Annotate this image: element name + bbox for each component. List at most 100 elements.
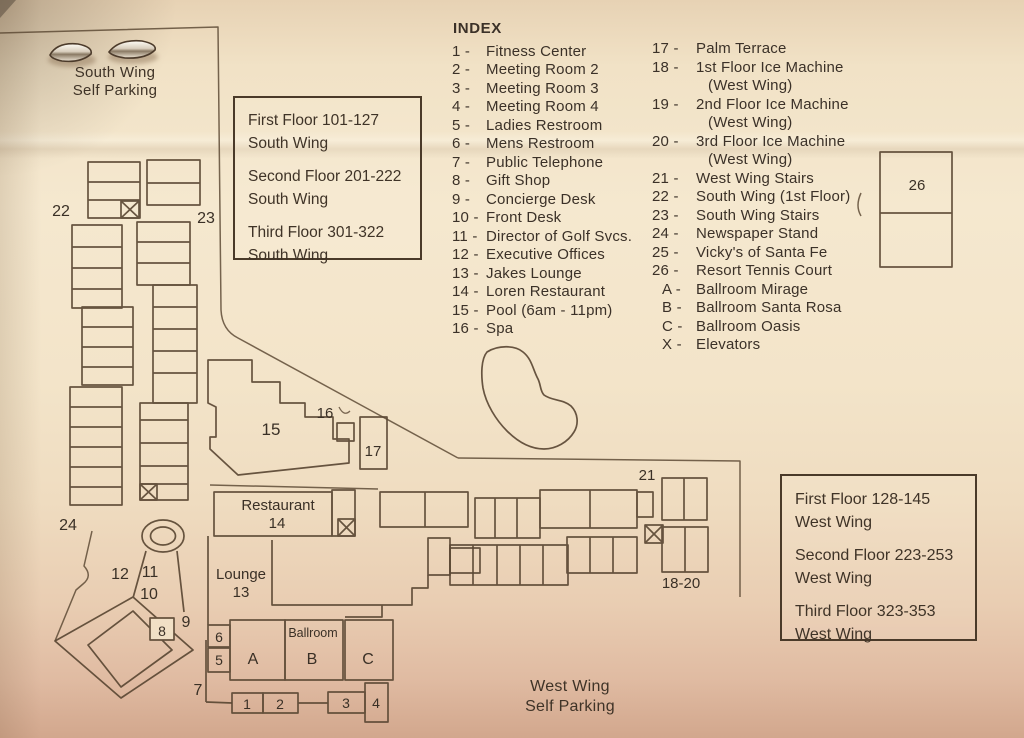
entry-label: West Wing Stairs [696,169,814,187]
index-entry: 25 -Vicky's of Santa Fe [652,244,850,263]
entry-label: Front Desk [486,209,562,226]
entry-label: Ballroom Oasis [696,317,801,335]
entry-num: 12 - [452,246,479,263]
entry-label: Meeting Room 3 [486,79,599,97]
entry-label: Loren Restaurant [486,283,606,300]
entry-label: Newspaper Stand [696,225,819,242]
index-entry: A - Ballroom Mirage [652,281,850,300]
entry-label: 2nd Floor Ice Machine [696,95,849,113]
label-ballroom: Ballroom [288,626,337,640]
elevator-x-icon [139,483,158,501]
property-boundary [0,26,862,642]
entry-label-cont: (West Wing) [708,77,793,94]
label-21: 21 [639,467,656,484]
index-entry: 1 -Fitness Center [452,43,632,62]
label-7: 7 [194,682,203,699]
floor-range: First Floor 101-127 [248,112,379,129]
map-labels: 22 23 24 12 11 10 9 8 7 15 16 17 21 18-2… [52,177,925,712]
entry-label: Resort Tennis Court [696,262,833,279]
elevator-x-icon [337,518,356,537]
entry-num: 10 - [452,209,479,226]
index-entry: 24 - Newspaper Stand [652,225,850,244]
index-entry: 6 -Mens Restroom [452,135,632,154]
entry-label: 1st Floor Ice Machine [696,58,844,76]
label-2: 2 [276,696,284,712]
entry-label: Gift Shop [486,172,551,189]
label-17: 17 [365,443,382,460]
label-10: 10 [140,586,158,603]
index-entry: 16 - Spa [452,320,632,339]
index-entry: 4 -Meeting Room 4 [452,98,632,117]
entry-num: B - [662,299,682,316]
entry-label: Public Telephone [486,153,604,171]
lobby-outer-diamond [54,596,194,699]
entry-num: X - [662,336,682,353]
entry-num: 6 - [452,135,471,152]
entry-num: 26 - [652,262,679,279]
index-column-1: 1 -Fitness Center 2 -Meeting Room 2 3 -M… [452,43,632,339]
entry-label: Ballroom Santa Rosa [696,299,842,316]
meeting-room-4-box [364,682,389,723]
index-entry: 11 -Director of Golf Svcs. [452,228,632,247]
south-wing-buildings [69,159,201,506]
entry-label: Elevators [696,336,761,353]
label-18-20: 18-20 [662,575,700,592]
entry-num: 2 - [452,61,471,78]
index-entry: X - Elevators [652,336,850,355]
entry-num: 19 - [652,95,679,113]
entry-label: Ballroom Mirage [696,280,809,298]
floor-range: Third Floor 323-353 [795,603,936,620]
index-entry: 19 - 2nd Floor Ice Machine [652,96,850,115]
entry-label: South Wing Stairs [696,206,820,224]
wing-name: South Wing [248,190,329,208]
entry-num: 4 - [452,98,471,115]
lobby-inner-diamond [87,610,173,688]
entry-num: 16 - [452,320,479,337]
label-9: 9 [182,614,191,631]
ballroom-b-box [284,619,344,681]
entry-num: 8 - [452,172,471,189]
driveway-circle [141,519,185,553]
entry-num: 24 - [652,225,679,242]
label-lounge-number: 13 [233,584,250,601]
index-entry: 15 -Pool (6am - 11pm) [452,302,632,321]
south-parking-line1: South Wing [74,64,156,81]
wing-name: West Wing [795,569,873,587]
wing-name: South Wing [248,246,329,264]
label-11: 11 [142,564,159,581]
label-ballroom-c: C [362,651,374,668]
staple-icon [49,42,93,63]
index-entry: 9 -Concierge Desk [452,191,632,210]
floor-group: Third Floor 301-322 South Wing [248,222,420,267]
entry-label: Spa [486,320,514,337]
index-entry: 3 -Meeting Room 3 [452,80,632,99]
index-entry: 18 -1st Floor Ice Machine [652,59,850,78]
entry-num: 17 - [652,40,679,57]
entry-num: 1 - [452,42,471,60]
west-wing-buildings [379,477,709,586]
entry-label: Ladies Restroom [486,116,603,134]
elevator-x-icon [120,200,140,219]
entry-label: Palm Terrace [696,40,787,57]
entry-num: 11 - [452,227,478,245]
west-wing-floor-box: First Floor 128-145 West Wing Second Flo… [780,474,977,643]
label-ballroom-b: B [307,651,318,668]
palm-terrace-box [359,416,388,470]
spa-box [336,422,355,442]
label-5: 5 [215,652,223,668]
index-entry: B - Ballroom Santa Rosa [652,299,850,318]
index-entry: 23 -South Wing Stairs [652,207,850,226]
label-15: 15 [262,420,281,439]
entry-label: Vicky's of Santa Fe [696,243,828,261]
label-24: 24 [59,517,77,534]
west-parking-label: West Wing Self Parking [495,677,645,717]
floor-range: Third Floor 301-322 [248,224,385,241]
label-ballroom-a: A [248,651,259,668]
floor-group: First Floor 101-127 South Wing [248,110,420,155]
label-restaurant: Restaurant [241,497,315,514]
entry-label: Pool (6am - 11pm) [486,301,613,319]
entry-num: A - [662,280,681,298]
floor-range: Second Floor 223-253 [795,547,954,564]
